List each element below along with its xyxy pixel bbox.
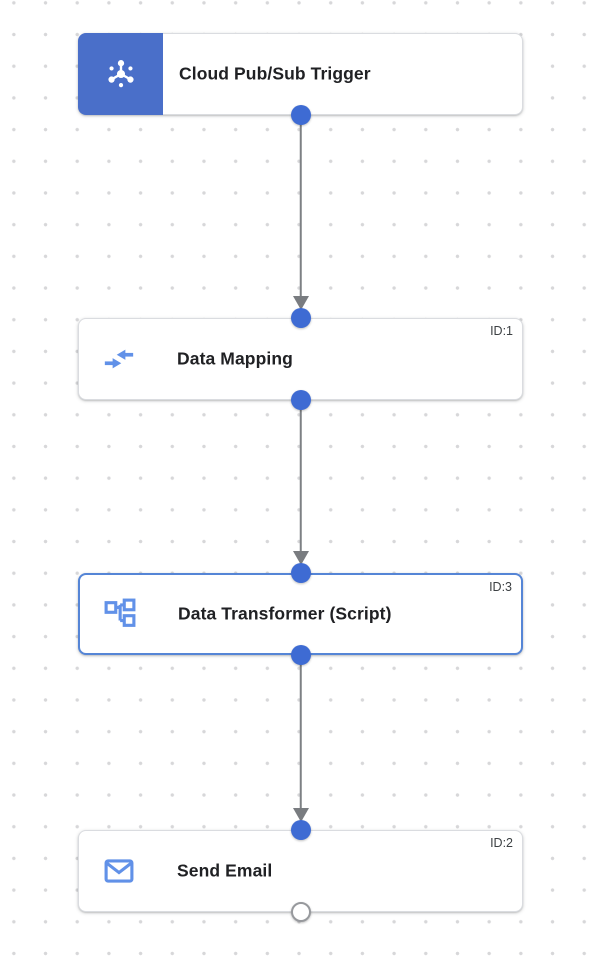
- node-label: Data Mapping: [177, 348, 293, 369]
- node-cloud-pubsub-trigger[interactable]: Cloud Pub/Sub Trigger: [78, 33, 523, 125]
- pubsub-icon: [107, 60, 134, 88]
- output-connection-point[interactable]: [290, 105, 311, 125]
- edge-data-mapping-to-transformer[interactable]: [78, 400, 523, 573]
- input-connection-point[interactable]: [290, 308, 311, 328]
- node-send-email[interactable]: ID:2 Send Email: [78, 820, 523, 922]
- edge-line: [299, 400, 302, 561]
- output-connection-point[interactable]: [290, 390, 311, 410]
- send-email-icon: [104, 859, 134, 883]
- node-label: Cloud Pub/Sub Trigger: [179, 63, 371, 84]
- node-data-mapping[interactable]: ID:1 Data Mapping: [78, 308, 523, 410]
- node-id-badge: ID:1: [490, 324, 513, 338]
- node-id-badge: ID:3: [489, 580, 512, 594]
- arrowhead-icon: [292, 551, 309, 565]
- node-data-transformer-script[interactable]: ID:3 Data Transformer (Script): [78, 563, 523, 665]
- edge-trigger-to-data-mapping[interactable]: [78, 117, 523, 318]
- end-connection-point[interactable]: [290, 902, 311, 922]
- data-transformer-icon: [104, 598, 136, 627]
- trigger-icon-block: [78, 33, 163, 115]
- node-label: Send Email: [177, 860, 273, 881]
- input-connection-point[interactable]: [290, 563, 311, 583]
- output-connection-point[interactable]: [290, 645, 311, 665]
- edge-transformer-to-send-email[interactable]: [78, 655, 523, 830]
- arrowhead-icon: [292, 296, 309, 310]
- node-id-badge: ID:2: [490, 836, 513, 850]
- task-icon-wrap: [100, 340, 138, 378]
- task-icon-wrap: [100, 852, 138, 890]
- task-icon-wrap: [101, 595, 139, 633]
- edge-line: [299, 655, 302, 818]
- input-connection-point[interactable]: [290, 820, 311, 840]
- data-mapping-icon: [104, 349, 134, 369]
- node-label: Data Transformer (Script): [178, 603, 392, 624]
- edge-line: [299, 117, 302, 306]
- arrowhead-icon: [292, 808, 309, 822]
